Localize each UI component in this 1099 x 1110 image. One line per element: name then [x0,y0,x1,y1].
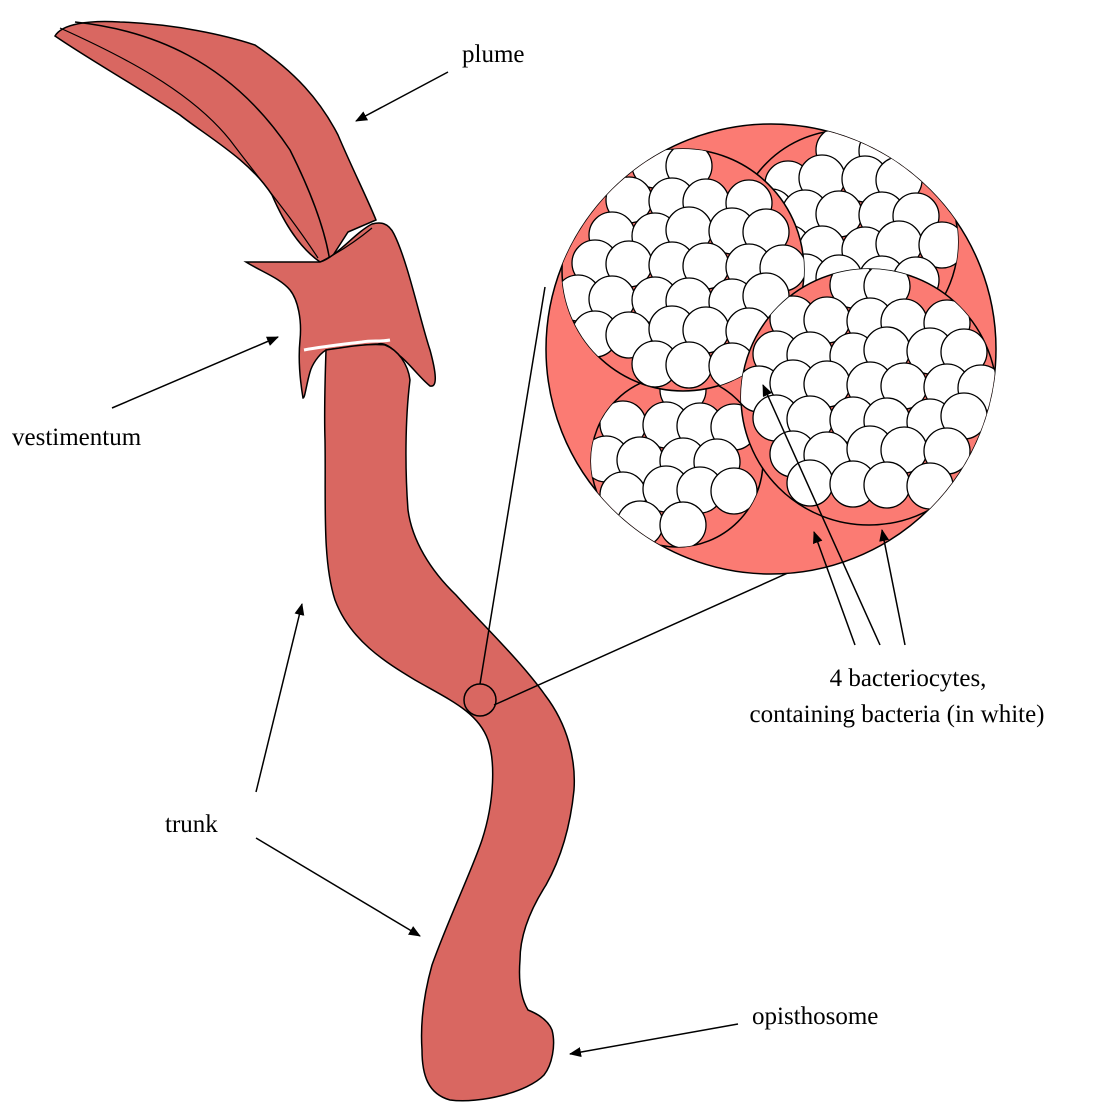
bacteriocyte-cross-section [546,124,1004,574]
plume-label: plume [462,41,525,68]
opisthosome-arrow [570,1024,738,1054]
trunk-arrow-lower [256,838,420,936]
plume [55,22,376,262]
vestimentum-arrow [112,337,278,408]
vestimentum-label: vestimentum [12,424,142,451]
bacteriocytes-label-line1: 4 bacteriocytes, [830,665,987,692]
trunk-label: trunk [165,811,218,838]
bacterium [660,502,706,548]
bacterium [864,462,910,508]
bacterium [666,342,712,388]
tubeworm-body [55,22,574,1101]
trunk-arrow-upper [256,604,302,792]
bacteriocytes-label-line2: containing bacteria (in white) [749,701,1044,728]
opisthosome-label: opisthosome [752,1003,878,1030]
bacterium [617,501,663,547]
bacterium [787,460,833,506]
plume-arrow [356,72,448,121]
bacteriocyte-arrow-3 [882,530,905,645]
zoom-line-upper [480,287,545,684]
bacterium [907,463,953,509]
trunk [325,344,575,1100]
